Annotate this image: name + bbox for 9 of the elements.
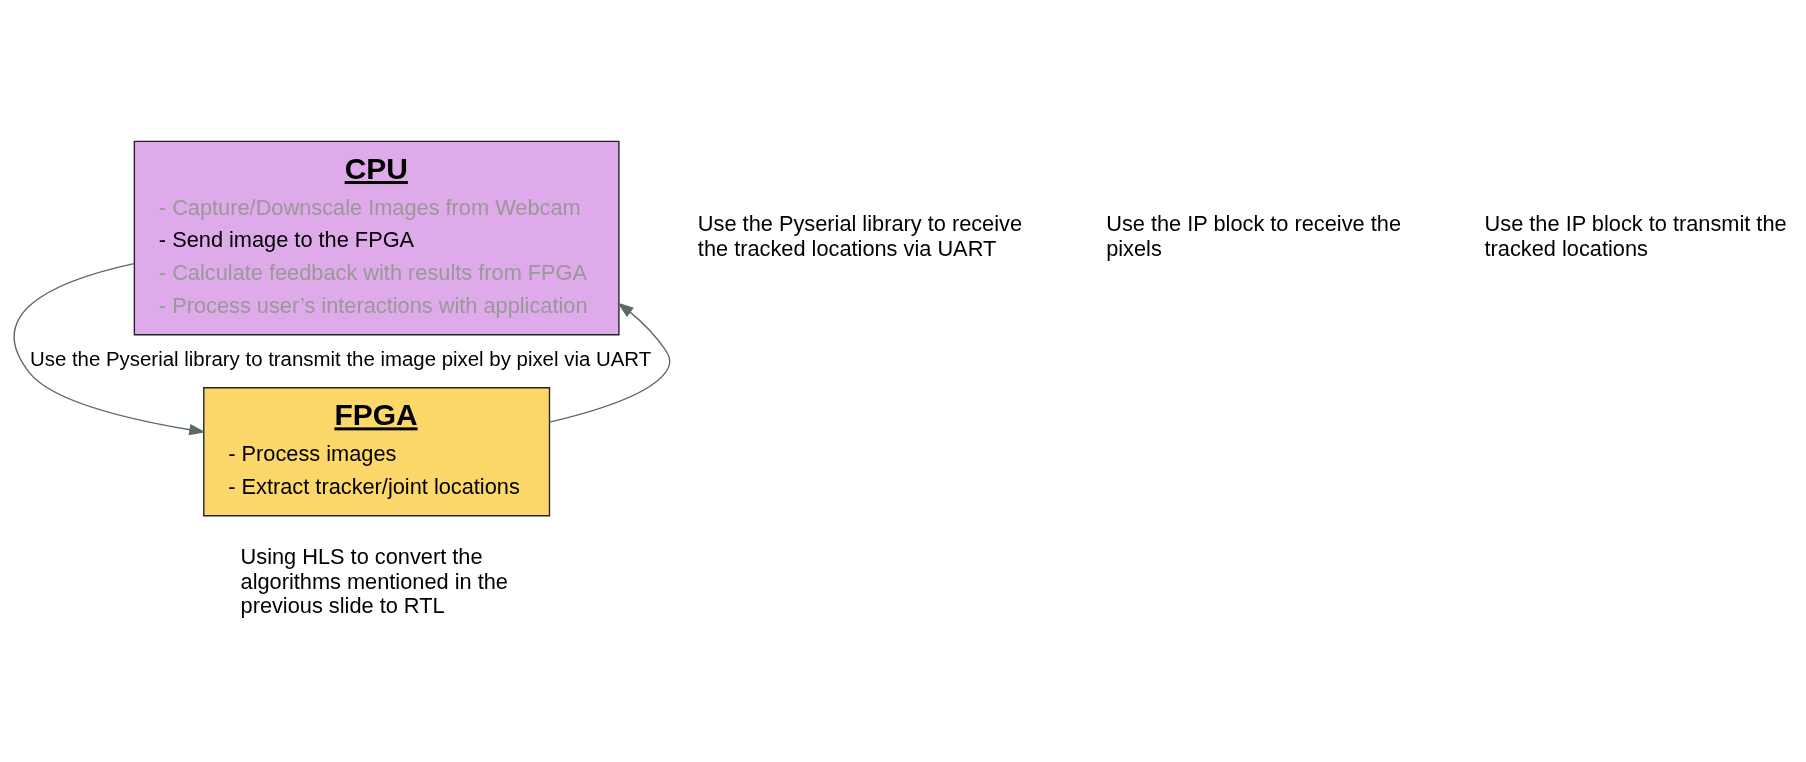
node-label: Using HLS to convert the algorithms mentioned in the previous slide to RTL xyxy=(240,544,508,619)
node-box: FPGA - Process images - Extract tracker/joint locations xyxy=(203,387,551,517)
label: Use the IP block to receive the pixels xyxy=(1106,211,1402,261)
arrow xyxy=(13,263,206,436)
label: Use the Pyserial library to receive the tracked locations via UART xyxy=(697,211,1023,261)
node-box: CPU - Capture/Downscale Images from Webcam - Send image to the FPGA - Calculate feedback with results from FPGA - Process user’s interactions with application xyxy=(133,140,620,336)
label: Use the IP block to transmit the tracked locations xyxy=(1484,211,1787,261)
arrow xyxy=(548,302,671,423)
edge-label: Use the Pyserial library to transmit the image pixel by pixel via UART xyxy=(30,348,652,371)
